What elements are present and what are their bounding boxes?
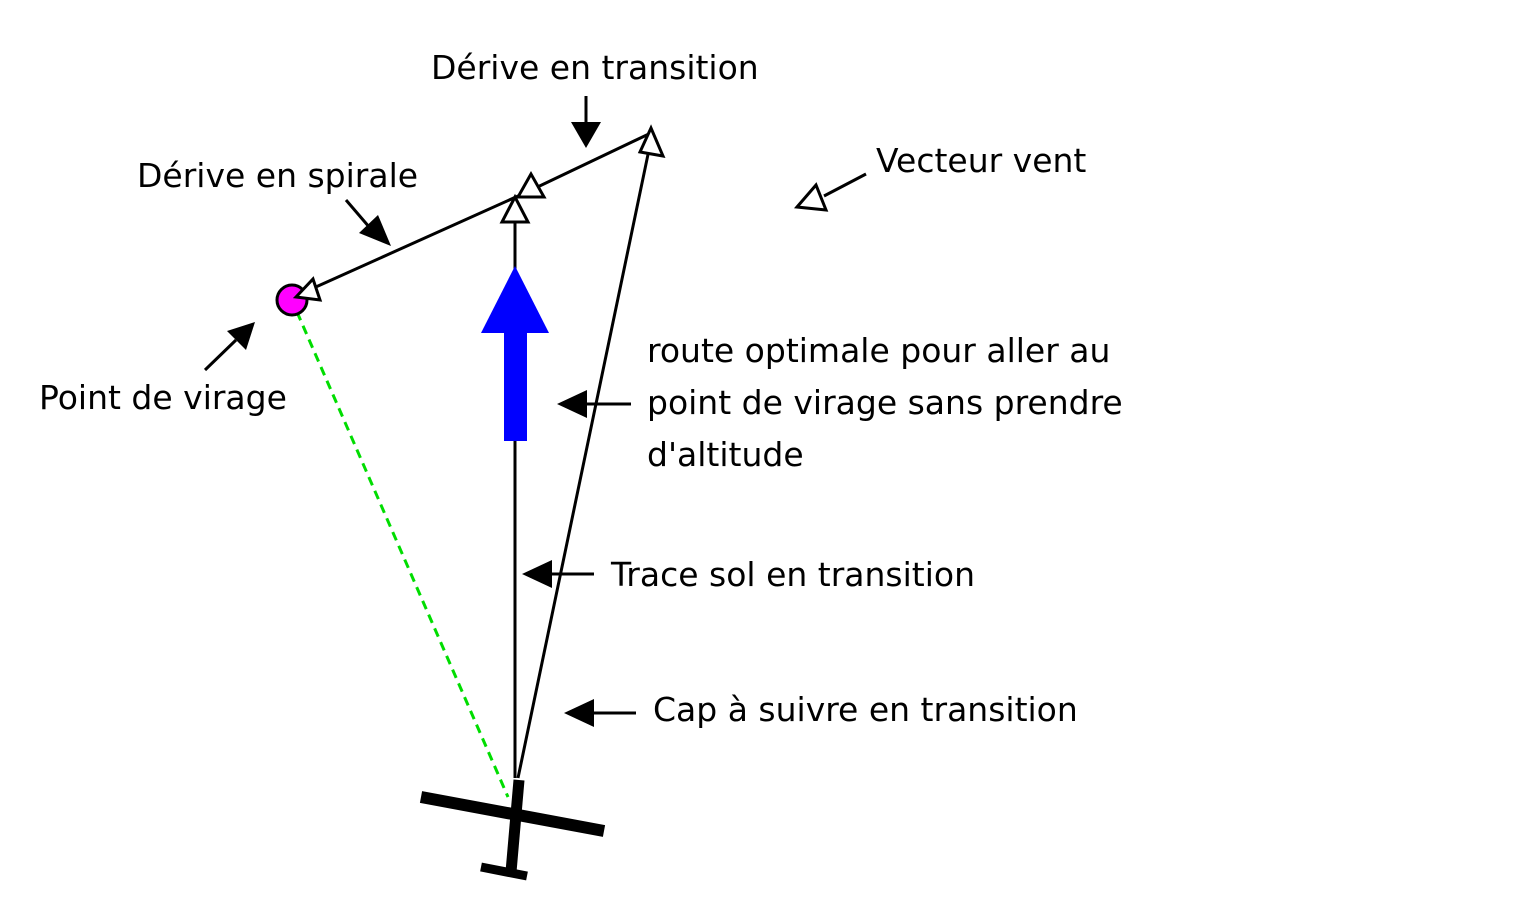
derive-spirale-label: Dérive en spirale xyxy=(137,156,418,195)
heading-arrowhead-icon xyxy=(637,124,666,158)
cap-suivre-label: Cap à suivre en transition xyxy=(653,690,1078,729)
ground-track-arrowhead-icon xyxy=(499,193,531,224)
transition-drift-line xyxy=(526,130,654,194)
route-optimale-label-line2: point de virage sans prendre xyxy=(647,383,1123,422)
derive-spirale-pointer-icon xyxy=(344,199,391,246)
direct-route-dashed-line xyxy=(295,311,510,798)
glider-icon xyxy=(419,779,606,881)
transition-drift-arrowhead-icon xyxy=(515,170,547,199)
route-optimale-pointer-icon xyxy=(557,390,631,418)
trace-sol-label: Trace sol en transition xyxy=(610,555,975,594)
route-optimale-label-line3: d'altitude xyxy=(647,435,804,474)
heading-line xyxy=(516,139,653,779)
derive-transition-label: Dérive en transition xyxy=(431,48,759,87)
heading-arrow-shaft xyxy=(504,328,527,441)
heading-arrow-head-icon xyxy=(481,266,549,333)
cap-suivre-pointer-icon xyxy=(564,699,636,727)
route-optimale-label-line1: route optimale pour aller au xyxy=(647,331,1110,370)
wind-vector-icon xyxy=(793,182,829,212)
spiral-drift-line xyxy=(297,190,528,297)
point-virage-pointer-icon xyxy=(203,322,255,372)
point-virage-label: Point de virage xyxy=(39,378,287,417)
trace-sol-pointer-icon xyxy=(522,560,594,588)
derive-transition-pointer-icon xyxy=(571,96,601,148)
wind-pointer-line xyxy=(823,172,867,198)
spiral-drift-arrowhead-icon xyxy=(292,276,323,302)
vecteur-vent-label: Vecteur vent xyxy=(876,141,1086,180)
